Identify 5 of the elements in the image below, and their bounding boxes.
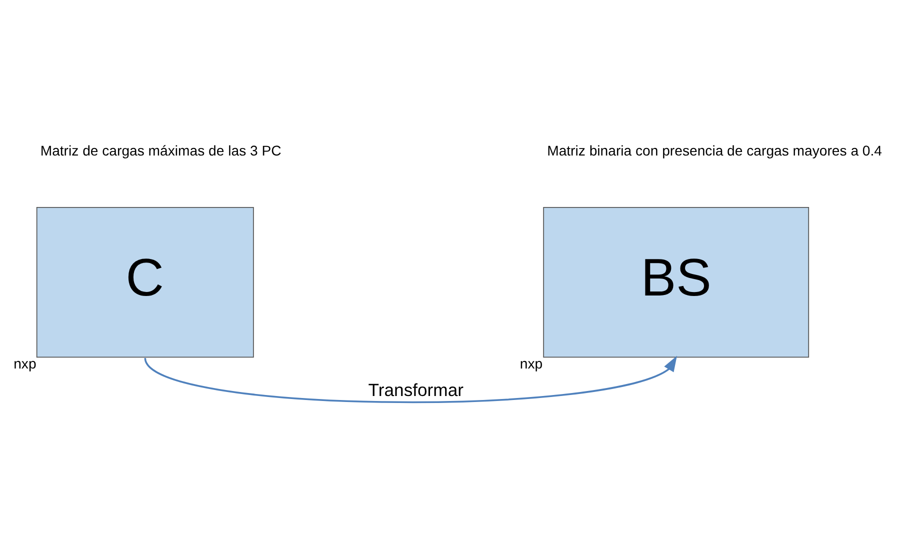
node-label: nxp <box>520 354 543 371</box>
node-label: nxp <box>14 354 36 371</box>
node-label: Matriz binaria con presencia de cargas mayores a 0.4 <box>547 142 882 158</box>
node-label: Matriz de cargas máximas de las 3 PC <box>40 142 282 158</box>
edge-label: Transformar <box>368 379 464 400</box>
